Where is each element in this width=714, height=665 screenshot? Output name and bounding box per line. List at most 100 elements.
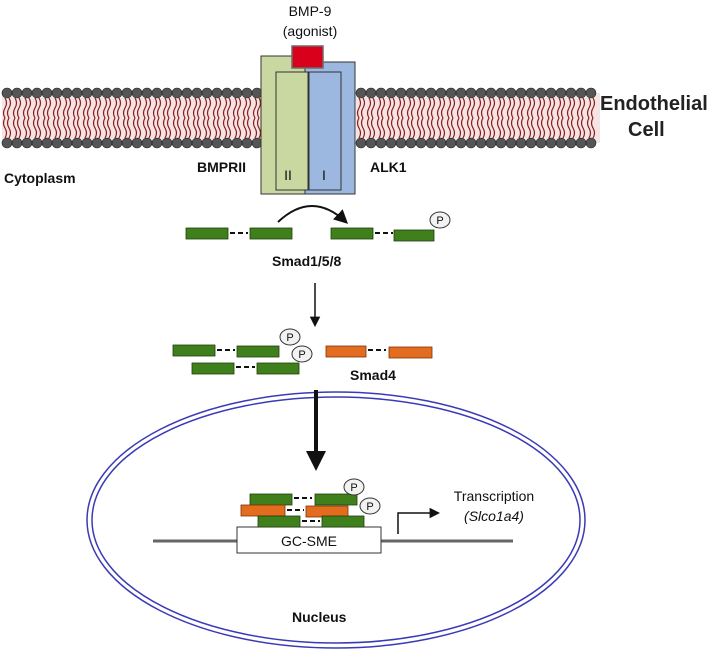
lipid-head [161, 87, 173, 99]
lipid-head [365, 137, 377, 149]
lipid-tail [136, 97, 142, 119]
lipid-tail [12, 97, 18, 119]
lipid-tail [490, 97, 496, 119]
phosphate-group: P [429, 211, 451, 229]
lipid-tail [386, 97, 392, 119]
lipid-head [141, 137, 153, 149]
lipid-tail [202, 117, 208, 139]
lipid-tail [520, 97, 526, 119]
lipid-head [455, 87, 467, 99]
lipid-head [131, 137, 143, 149]
phosphate-symbol: P [286, 332, 293, 344]
lipid-tail [62, 97, 68, 119]
lipid-head [525, 137, 537, 149]
lipid-tail [2, 97, 8, 119]
lipid-head [485, 137, 497, 149]
alk1-receptor-inner [308, 71, 342, 191]
lipid-head [555, 137, 567, 149]
lipid-tail [440, 117, 446, 139]
lipid-head [405, 137, 417, 149]
lipid-tail [520, 117, 526, 139]
lipid-tail [102, 97, 108, 119]
lipid-head [141, 87, 153, 99]
lipid-head [415, 137, 427, 149]
lipid-tail [576, 117, 582, 139]
lipid-head [525, 87, 537, 99]
smad4-label: Smad4 [350, 367, 396, 383]
lipid-tail [192, 97, 198, 119]
lipid-tail [132, 97, 138, 119]
lipid-tail [92, 117, 98, 139]
lipid-tail [86, 117, 92, 139]
lipid-head [355, 137, 367, 149]
phosphate-group: P [343, 478, 365, 496]
lipid-head [241, 137, 253, 149]
lipid-tail [32, 117, 38, 139]
transcription-start-arrow [397, 507, 441, 534]
lipid-tail [26, 97, 32, 119]
lipid-tail [586, 97, 592, 119]
lipid-head [121, 87, 133, 99]
gene-promoter: GC-SME Transcription (Slco1a4) [153, 488, 534, 554]
lipid-head [445, 137, 457, 149]
lipid-tail [46, 117, 52, 139]
lipid-tail [376, 97, 382, 119]
lipid-head [535, 87, 547, 99]
lipid-tail [530, 117, 536, 139]
lipid-tail [162, 117, 168, 139]
lipid-tail [22, 117, 28, 139]
lipid-head [11, 137, 23, 149]
lipid-tail [152, 117, 158, 139]
lipid-tail [42, 97, 48, 119]
lipid-head [151, 87, 163, 99]
lipid-tail [410, 97, 416, 119]
lipid-tail [536, 97, 542, 119]
lipid-tail [52, 117, 58, 139]
lipid-tail [570, 117, 576, 139]
lipid-tail [36, 97, 42, 119]
bmprii-label: BMPRII [197, 159, 246, 175]
lipid-tail [236, 97, 242, 119]
smad-r-unphosphorylated-b [249, 227, 293, 240]
cytoplasm-label: Cytoplasm [4, 170, 76, 186]
lipid-head [211, 87, 223, 99]
lipid-tail [590, 117, 596, 139]
lipid-head [545, 137, 557, 149]
lipid-tail [546, 97, 552, 119]
lipid-tail [156, 117, 162, 139]
lipid-tail [500, 117, 506, 139]
smad-complex-formation: P P Smad4 [172, 328, 433, 383]
lipid-head [201, 87, 213, 99]
phosphate-symbol: P [298, 349, 305, 361]
gc-sme-label: GC-SME [281, 533, 337, 549]
smad-phosphorylation-step: P Smad1/5/8 [185, 205, 451, 269]
lipid-head [231, 137, 243, 149]
lipid-head [161, 137, 173, 149]
lipid-tail [216, 97, 222, 119]
lipid-tail [82, 117, 88, 139]
lipid-tail [580, 97, 586, 119]
lipid-tail [380, 97, 386, 119]
lipid-head [1, 87, 13, 99]
lipid-head [565, 137, 577, 149]
lipid-tail [236, 117, 242, 139]
lipid-tail [360, 117, 366, 139]
lipid-tail [42, 117, 48, 139]
lipid-tail [56, 117, 62, 139]
lipid-tail [490, 117, 496, 139]
lipid-tail [376, 117, 382, 139]
lipid-head [405, 87, 417, 99]
lipid-tail [52, 97, 58, 119]
lipid-tail [536, 117, 542, 139]
smad-r-box [191, 362, 235, 375]
phosphate-group: P [279, 328, 301, 346]
lipid-tail [416, 117, 422, 139]
cell-label-line1: Endothelial [600, 93, 708, 115]
smad-r-box [172, 344, 216, 357]
lipid-tail [390, 97, 396, 119]
lipid-head [425, 137, 437, 149]
lipid-tail [106, 97, 112, 119]
lipid-tail [242, 117, 248, 139]
lipid-tail [420, 117, 426, 139]
